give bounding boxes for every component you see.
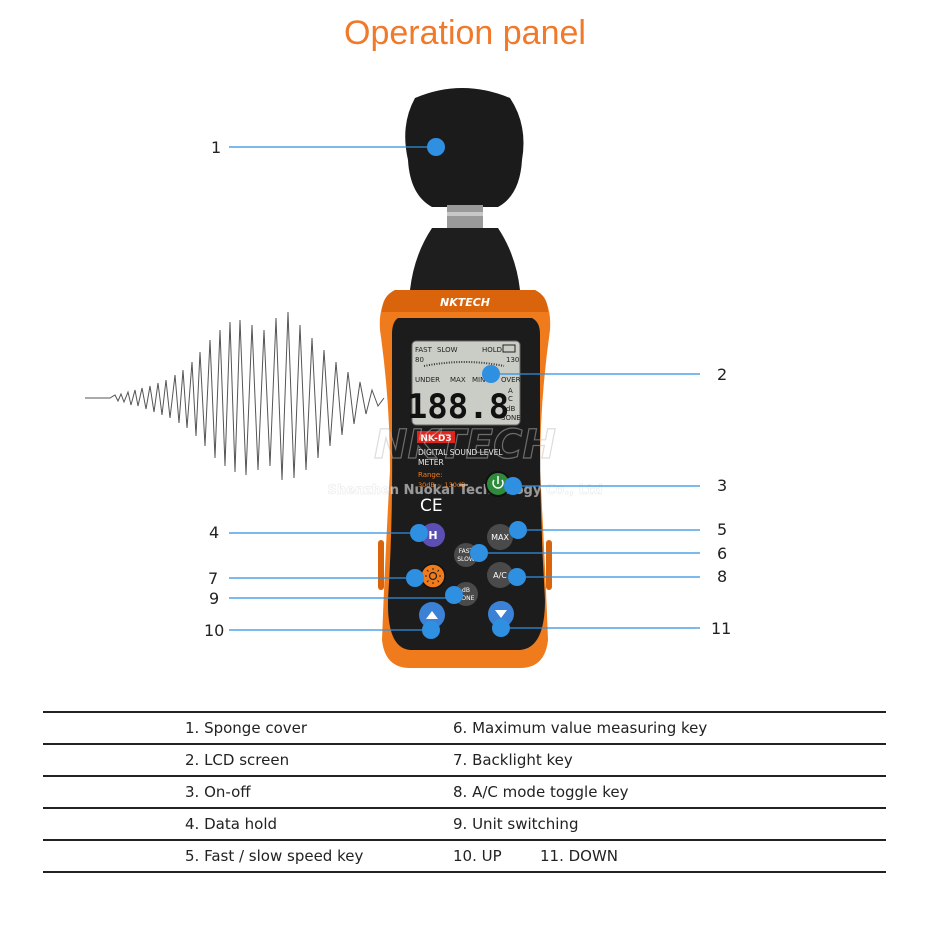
svg-text:30dB ~ 130dB: 30dB ~ 130dB [418,481,465,489]
legend-item: 11. DOWN [540,847,619,865]
svg-text:NKTECH: NKTECH [374,422,556,468]
svg-text:SLOW: SLOW [437,346,458,354]
callouts [229,138,700,639]
legend-table: 1. Sponge cover 6. Maximum value measuri… [43,711,886,873]
legend-item: 1. Sponge cover [185,719,308,737]
legend-item: 9. Unit switching [453,815,579,833]
svg-text:A/C: A/C [493,571,507,580]
svg-text:UNDER: UNDER [415,376,440,384]
legend-item: 8. A/C mode toggle key [453,783,629,801]
mic-neck [447,205,483,229]
svg-text:SONE: SONE [501,414,521,422]
legend-item: 3. On-off [185,783,251,801]
brand-logo: NKTECH [440,296,490,309]
sun-icon [428,571,438,581]
svg-text:DIGITAL SOUND LEVEL: DIGITAL SOUND LEVEL [418,448,503,457]
max-button[interactable] [487,524,513,550]
legend-item: 2. LCD screen [185,751,290,769]
legend-row: 5. Fast / slow speed key 10. UP 11. DOWN [43,841,886,873]
svg-text:130: 130 [506,356,519,364]
ac-button[interactable] [487,562,513,588]
svg-text:OVER: OVER [501,376,521,384]
callout-9: 9 [209,589,220,608]
svg-text:SLOW: SLOW [457,556,475,563]
callout-6: 6 [717,544,728,563]
callout-8: 8 [717,567,728,586]
callout-5: 5 [717,520,728,539]
legend-item: 7. Backlight key [453,751,573,769]
ce-mark: CE [420,496,443,516]
svg-text:C: C [508,395,513,403]
svg-text:FAST: FAST [459,548,474,555]
legend-item: 10. UP [453,847,502,865]
legend-row: 1. Sponge cover 6. Maximum value measuri… [43,713,886,745]
svg-text:dB: dB [462,587,470,594]
svg-text:MAX: MAX [491,533,509,542]
svg-text:A: A [508,387,513,395]
watermark: Shenzhen Nuokai Technology Co., Ltd [327,483,602,498]
power-icon [492,479,504,489]
svg-text:MIN: MIN [472,376,485,384]
meter-head [410,228,520,290]
lcd-reading: 188.8 [407,387,509,427]
backlight-button[interactable] [420,563,446,589]
sponge-cover [405,88,524,207]
legend-row: 3. On-off 8. A/C mode toggle key [43,777,886,809]
svg-text:HOLD: HOLD [482,346,502,354]
callout-1: 1 [211,138,222,157]
legend-row: 4. Data hold 9. Unit switching [43,809,886,841]
legend-item: 4. Data hold [185,815,278,833]
arrow-down-icon [495,610,507,618]
svg-text:METER: METER [418,458,444,467]
callout-10: 10 [204,621,225,640]
svg-text:dB: dB [506,405,515,413]
legend-row: 2. LCD screen 7. Backlight key [43,745,886,777]
page-title: Operation panel [344,14,586,52]
arrow-up-icon [426,611,438,619]
callout-11: 11 [711,619,732,638]
callout-3: 3 [717,476,728,495]
svg-text:80: 80 [415,356,424,364]
callout-2: 2 [717,365,728,384]
model-label: NK-D3 [420,434,451,444]
callout-7: 7 [208,569,219,588]
svg-text:FAST: FAST [415,346,433,354]
callout-4: 4 [209,523,220,542]
lcd-screen [411,340,521,426]
svg-text:Range:: Range: [418,471,443,479]
legend-item: 5. Fast / slow speed key [185,847,364,865]
svg-text:SONE: SONE [458,595,475,602]
sound-wave [85,311,385,481]
svg-text:H: H [428,529,437,542]
legend-item: 6. Maximum value measuring key [453,719,708,737]
svg-text:MAX: MAX [450,376,466,384]
